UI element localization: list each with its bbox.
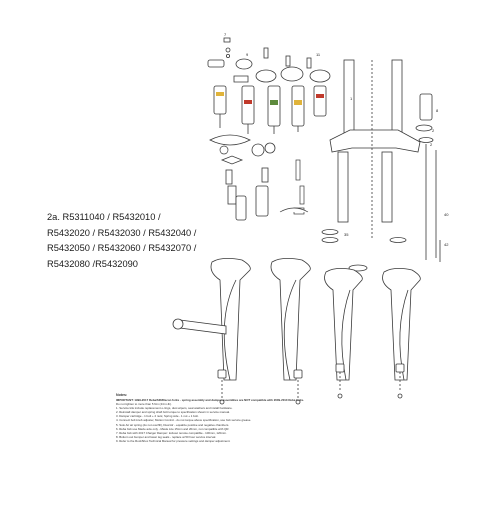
note-line: 9. Refer to the RockShox Technical Manua… bbox=[116, 438, 231, 443]
title-line-1: 2a. R5311040 / R5432010 / bbox=[47, 212, 161, 222]
assembly-title: 2a. R5311040 / R5432010 / R5432020 / R54… bbox=[47, 210, 237, 272]
title-line-4: R5432080 /R5432090 bbox=[47, 258, 138, 269]
note-line: 1. Service kits include replacement o-ri… bbox=[116, 406, 233, 411]
note-line: 3. Damper cartridge - 1 bolt + 2 nuts; S… bbox=[116, 414, 199, 419]
notes-title: Notes: bbox=[116, 393, 128, 397]
callout-1: 1 bbox=[350, 96, 353, 101]
callout-35: 35 bbox=[344, 232, 349, 237]
callout-11: 11 bbox=[316, 52, 321, 57]
note-line: 7. Reba fork with 2017 Charger Damper: l… bbox=[116, 430, 227, 435]
title-line-2: R5432020 / R5432030 / R5432040 / bbox=[47, 227, 197, 238]
note-line: 6. Reba fork use Maxle axle only - Maxle… bbox=[116, 426, 230, 431]
title-line-3: R5432050 / R5432060 / R5432070 / bbox=[47, 243, 197, 254]
note-line: IMPORTANT: 1999-2017 Reba/SID/Recon fork… bbox=[116, 398, 305, 402]
lower-legs-group bbox=[172, 258, 421, 405]
note-line: 8. Bottom out bumper and lower leg seals… bbox=[116, 434, 217, 439]
callout-40: 40 bbox=[444, 212, 449, 217]
callout-8: 8 bbox=[436, 108, 439, 113]
damper-assemblies-group bbox=[207, 37, 331, 221]
notes-block: Notes: IMPORTANT: 1999-2017 Reba/SID/Rec… bbox=[116, 393, 374, 443]
callout-2a: 2 bbox=[432, 128, 435, 133]
callout-9: 9 bbox=[246, 52, 249, 57]
callout-7: 7 bbox=[224, 32, 227, 37]
small-parts-column bbox=[219, 145, 309, 215]
note-line: Do not tighten to more than 5 Nm (44 in-… bbox=[116, 402, 172, 407]
callout-labels: 7 9 11 1 8 2 2 35 42 40 bbox=[224, 32, 449, 247]
note-line: 5. Solo Air air spring (do not overfill)… bbox=[116, 422, 230, 427]
callout-42: 42 bbox=[444, 242, 449, 247]
note-line: 4. Connect bolt knob adjuster, Motion Co… bbox=[116, 418, 252, 423]
crown-steerer-assembly bbox=[321, 59, 441, 272]
callout-2b: 2 bbox=[430, 142, 433, 147]
note-line: 2. Reinstall damper and spring shaft bol… bbox=[116, 410, 230, 415]
